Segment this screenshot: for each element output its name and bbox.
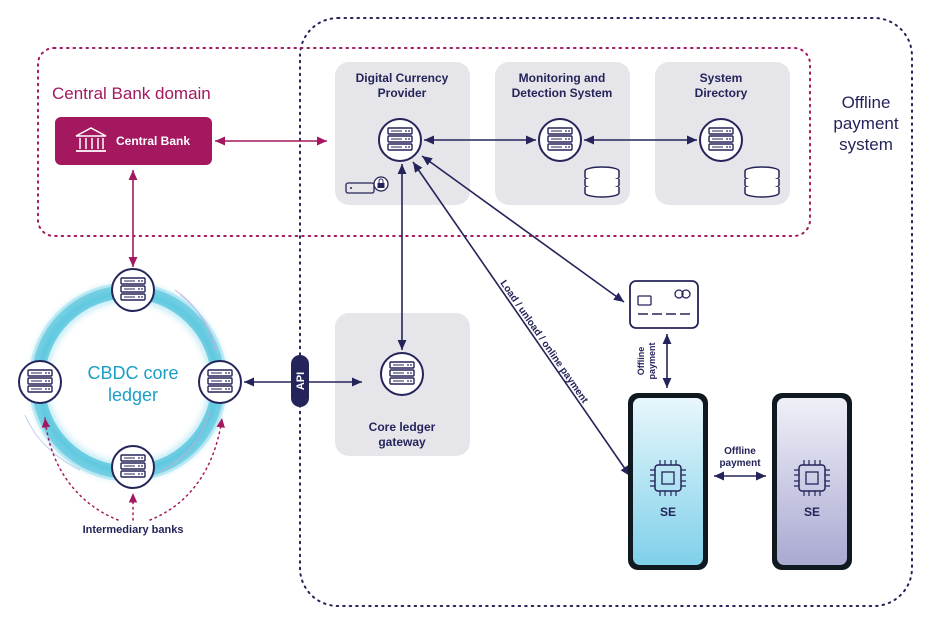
- hsm-lock-icon: [345, 176, 389, 194]
- server-icon: [198, 360, 242, 404]
- clg-label-2: gateway: [378, 435, 426, 449]
- offline-system-label-2: payment: [833, 114, 898, 133]
- bank-icon: [75, 127, 107, 152]
- intermediary-bank-arrows: [41, 417, 225, 521]
- clg-label-1: Core ledger: [369, 420, 436, 434]
- dcp-to-phone-arrow: [412, 161, 631, 477]
- cbdc-label-1: CBDC core: [87, 363, 178, 383]
- intermediary-banks-label: Intermediary banks: [83, 524, 184, 536]
- server-icon: [699, 118, 743, 162]
- database-icon: [584, 166, 620, 198]
- offline-payment-card-label-1: Offline: [636, 347, 646, 376]
- server-icon: [111, 268, 155, 312]
- mds-label-1: Monitoring and: [519, 71, 606, 85]
- load-unload-label: Load / unload / online payment: [498, 278, 591, 406]
- dcp-label-2: Provider: [378, 86, 427, 100]
- chip-icon: [650, 460, 686, 496]
- cbdc-core-ledger: CBDC core ledger: [18, 268, 242, 489]
- card-icon: [629, 280, 699, 329]
- central-bank-domain-label: Central Bank domain: [52, 84, 211, 103]
- server-icon: [380, 352, 424, 396]
- sd-label-1: System: [700, 71, 743, 85]
- server-icon: [111, 445, 155, 489]
- offline-system-label-1: Offline: [842, 93, 891, 112]
- phone-right: SE: [772, 393, 852, 570]
- monitoring-detection-node: Monitoring and Detection System: [495, 62, 630, 205]
- se-right-label: SE: [804, 505, 820, 519]
- central-bank-node: Central Bank: [55, 117, 212, 165]
- mds-label-2: Detection System: [512, 86, 613, 100]
- se-left-label: SE: [660, 505, 676, 519]
- chip-icon: [794, 460, 830, 496]
- central-bank-domain-region: [37, 47, 811, 237]
- server-icon: [18, 360, 62, 404]
- dcp-label-1: Digital Currency: [356, 71, 449, 85]
- api-badge: API: [291, 355, 309, 407]
- system-directory-node: System Directory: [655, 62, 790, 205]
- offline-payment-card-label-2: payment: [647, 342, 657, 379]
- offline-payment-phones-label-2: payment: [719, 458, 761, 469]
- phone-left: SE: [628, 393, 708, 570]
- central-bank-label: Central Bank: [116, 134, 190, 148]
- api-label: API: [295, 372, 307, 390]
- database-icon: [744, 166, 780, 198]
- sd-label-2: Directory: [695, 86, 748, 100]
- server-icon: [378, 118, 422, 162]
- cbdc-label-2: ledger: [108, 385, 158, 405]
- server-icon: [538, 118, 582, 162]
- offline-payment-phones-label-1: Offline: [724, 446, 756, 457]
- offline-system-label-3: system: [839, 135, 893, 154]
- offline-payment-system-region: [299, 17, 913, 607]
